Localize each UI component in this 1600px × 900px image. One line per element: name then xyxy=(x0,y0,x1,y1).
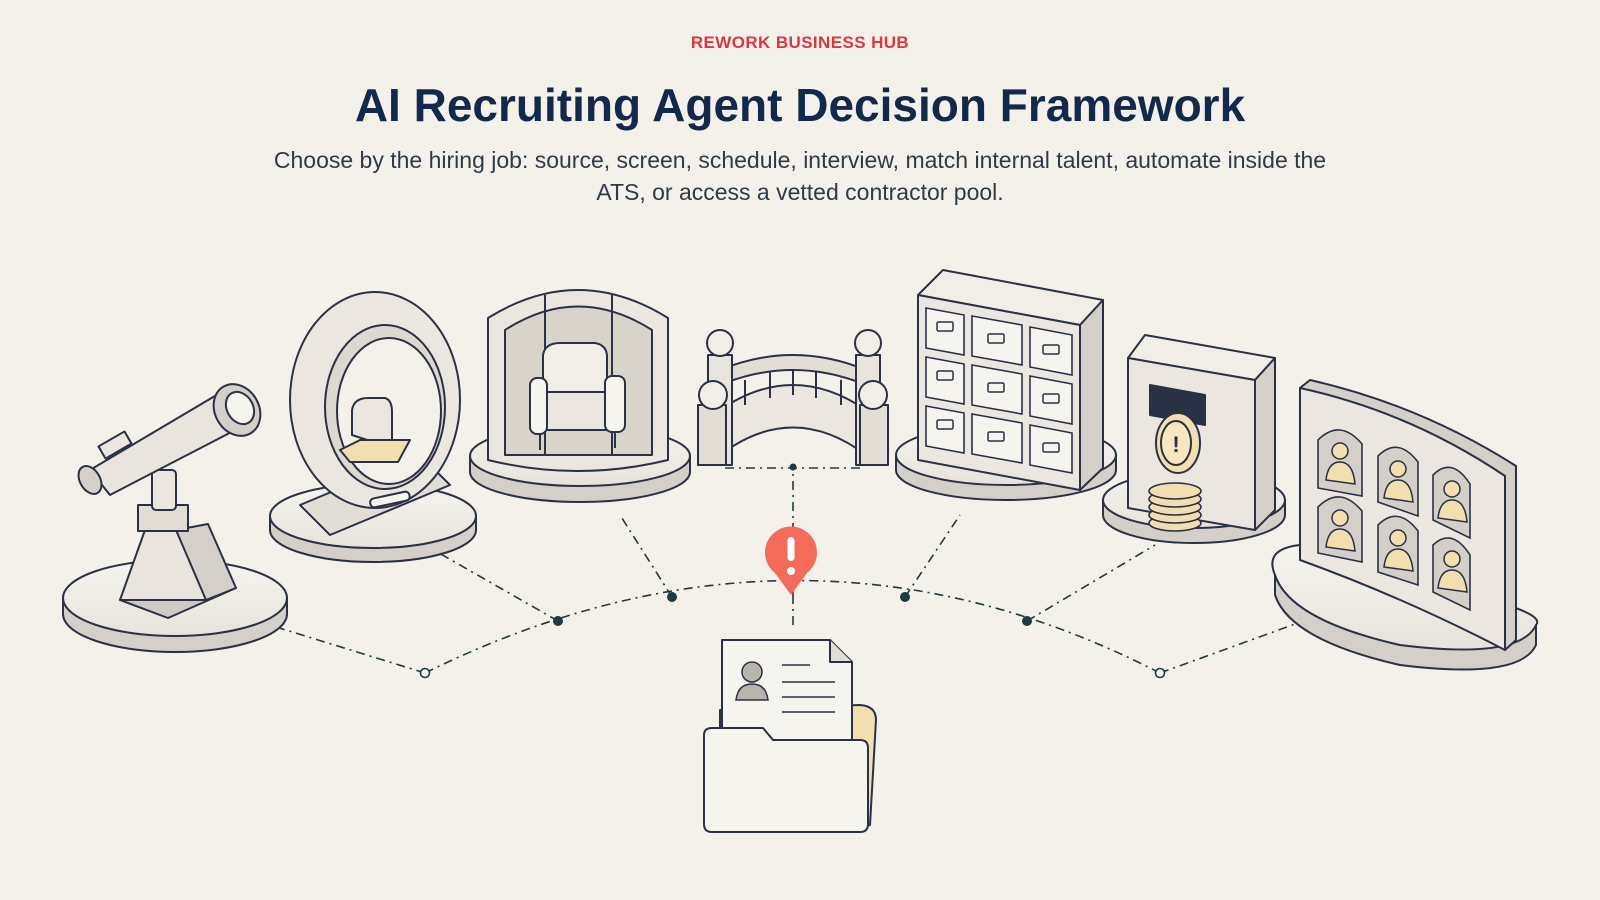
page-title: AI Recruiting Agent Decision Framework xyxy=(354,79,1246,131)
resume-folder-icon xyxy=(703,639,877,833)
coin-vault-icon: ! xyxy=(1102,334,1286,544)
alert-pin-icon xyxy=(765,526,817,595)
node-open-right xyxy=(1154,667,1166,679)
armchair-booth-icon xyxy=(469,289,691,503)
node-vault xyxy=(1022,616,1032,626)
spoke-vault xyxy=(1026,544,1156,622)
scanner-ring-icon xyxy=(269,291,477,563)
connector-nodes xyxy=(419,463,1166,679)
spoke-cabinet xyxy=(904,514,961,598)
profile-gallery-icon xyxy=(1271,379,1539,671)
spoke-gallery xyxy=(1159,614,1321,674)
node-cabinet xyxy=(900,592,910,602)
page-subtitle: Choose by the hiring job: source, screen… xyxy=(273,147,1327,205)
telescope-icon xyxy=(62,383,288,653)
brand-eyebrow: REWORK BUSINESS HUB xyxy=(690,33,910,52)
file-cabinet-icon xyxy=(895,269,1117,501)
spoke-booth xyxy=(619,514,673,598)
bridge-icon xyxy=(697,329,889,466)
spoke-telescope xyxy=(259,621,426,674)
node-booth xyxy=(667,592,677,602)
svg-text:!: ! xyxy=(1172,432,1179,457)
node-open-left xyxy=(419,667,431,679)
spoke-scanner xyxy=(424,544,559,622)
node-scanner xyxy=(553,616,563,626)
node-top xyxy=(789,463,797,471)
